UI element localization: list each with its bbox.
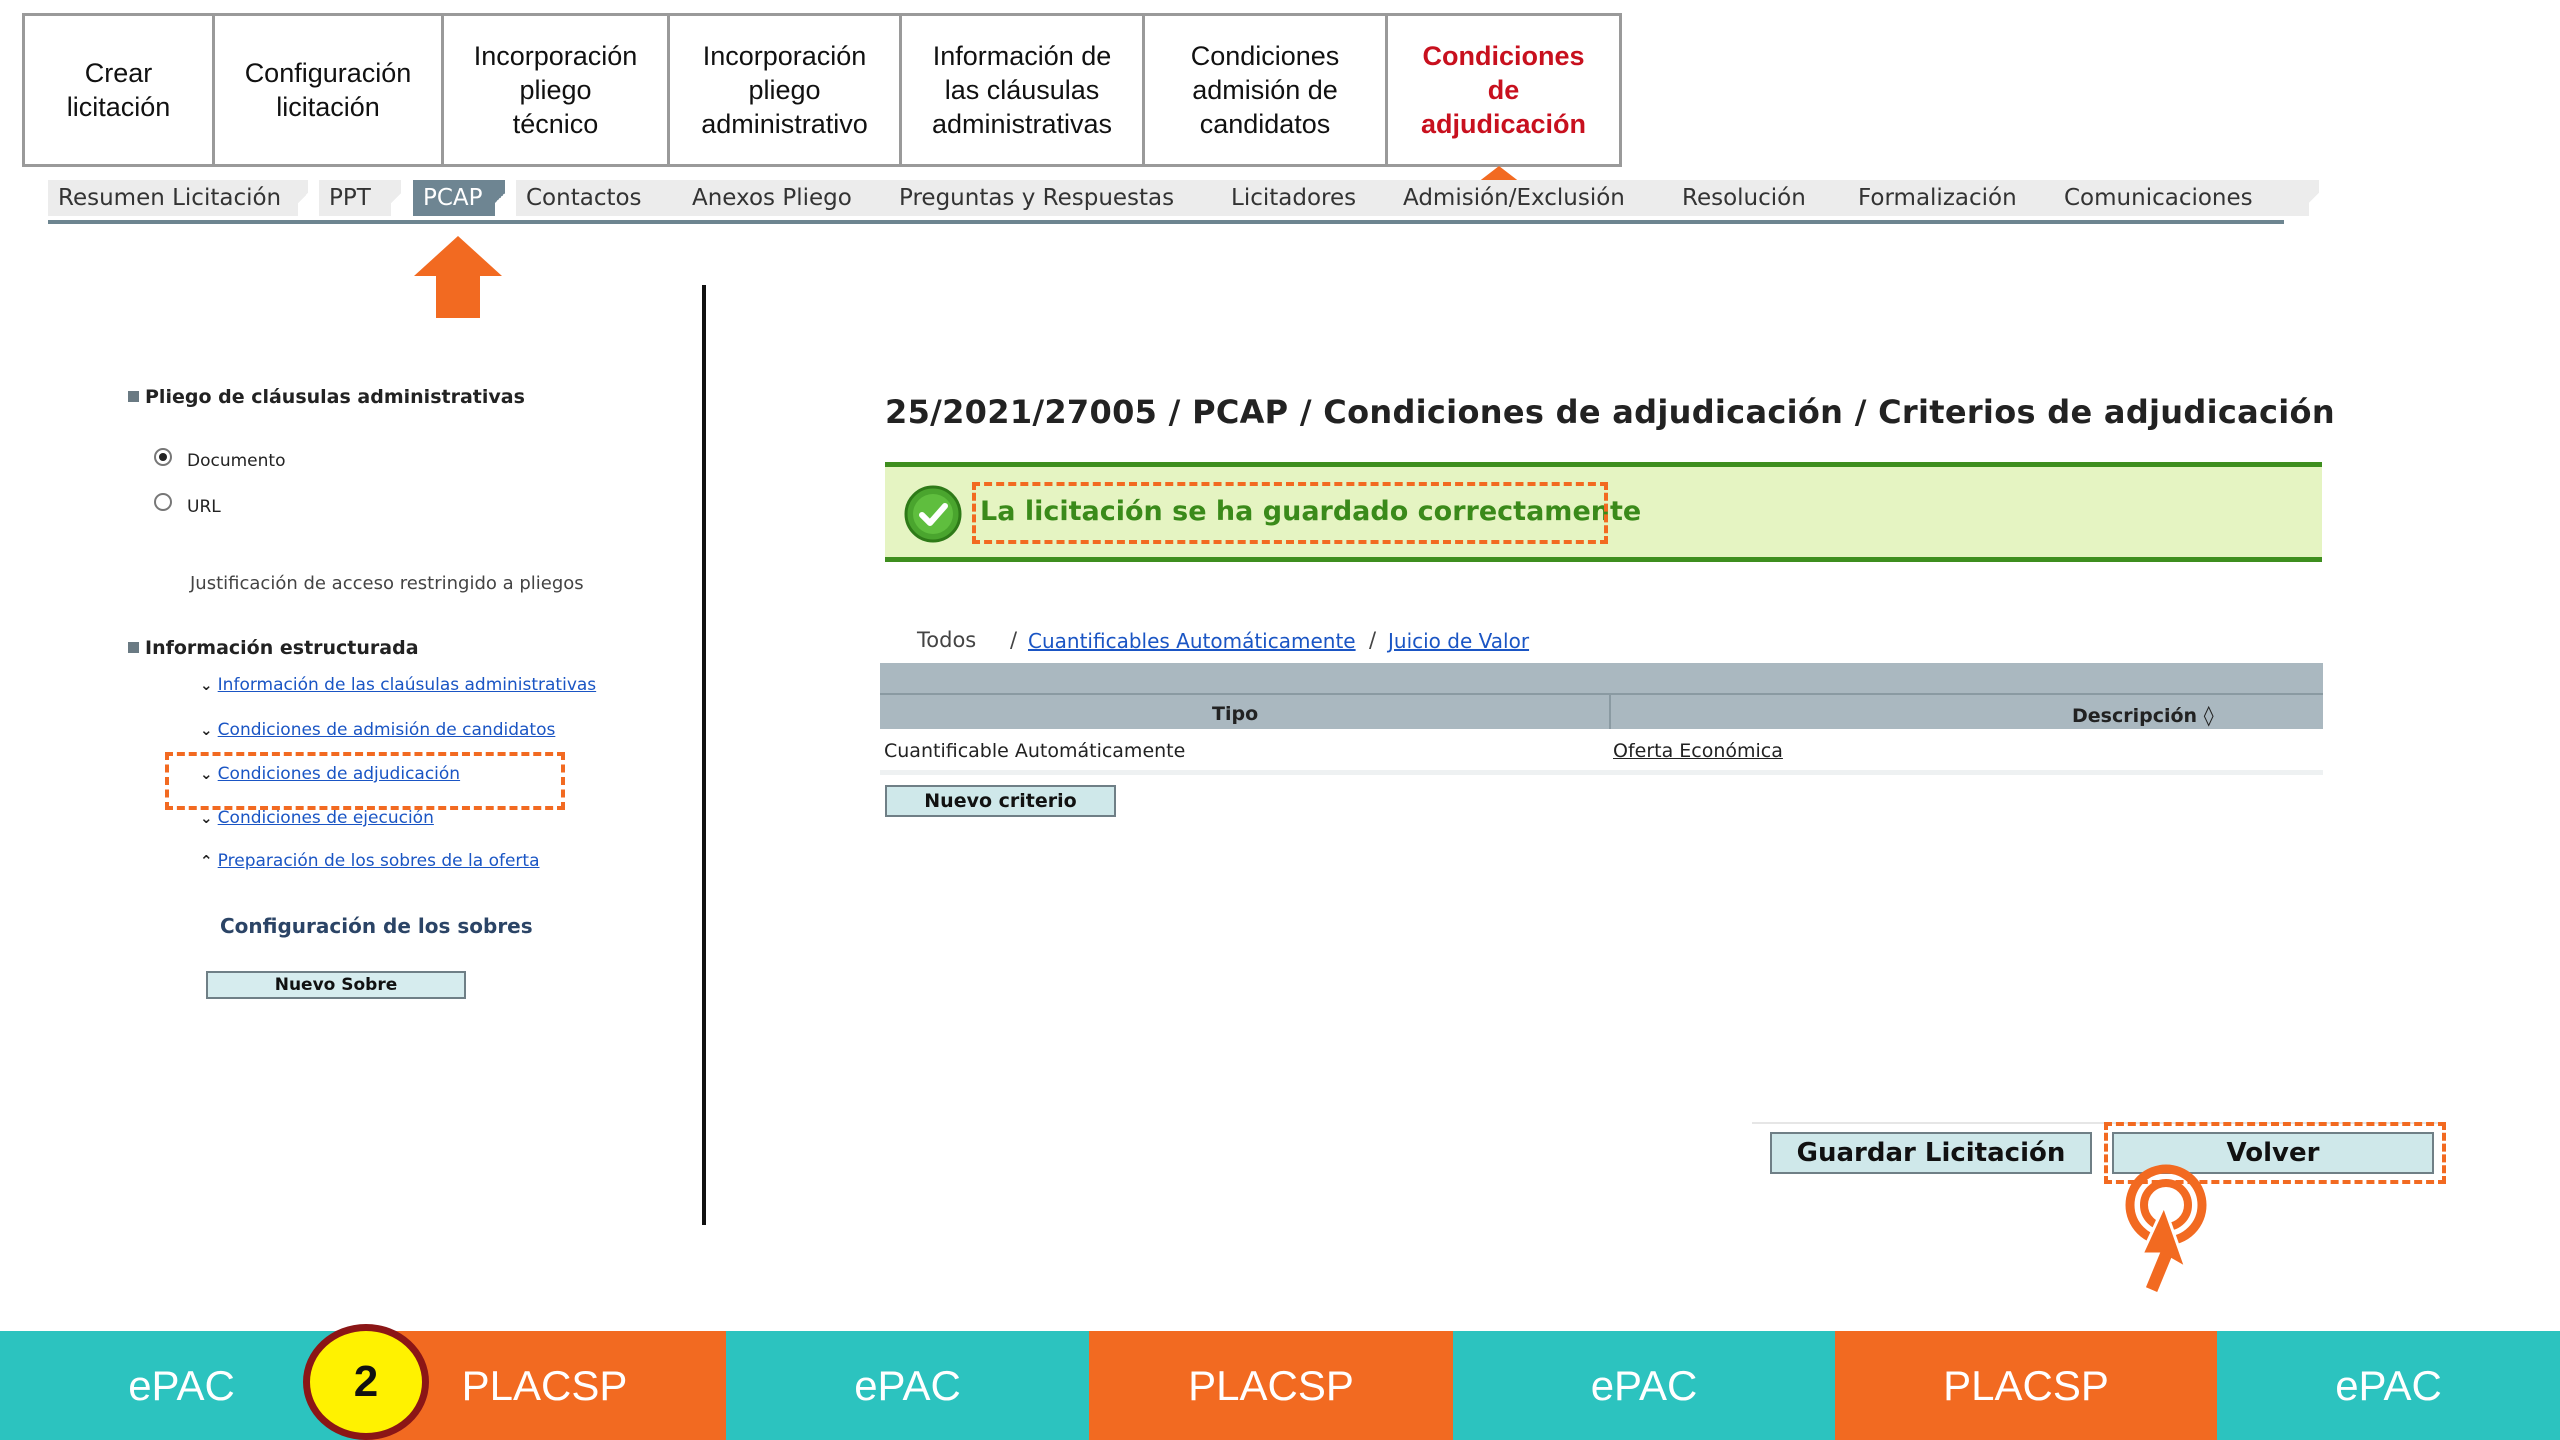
tab-comunicaciones[interactable]: Comunicaciones [2054, 180, 2319, 216]
tab-resumen-licitacion[interactable]: Resumen Licitación [48, 180, 308, 216]
check-circle-icon [904, 485, 962, 543]
filter-separator: / [1369, 628, 1377, 652]
radio-documento[interactable] [154, 448, 172, 466]
radio-url-label: URL [187, 497, 221, 517]
tab-bar: Resumen Licitación PPT PCAP Contactos An… [48, 176, 2319, 224]
band-segment-epac: ePAC [0, 1331, 363, 1440]
table-row-separator [880, 770, 2323, 775]
cell-tipo: Cuantificable Automáticamente [884, 740, 1186, 762]
chevron-down-icon: ⌄ [200, 809, 213, 827]
bullet-square-icon [128, 642, 139, 653]
radio-documento-label: Documento [187, 451, 286, 471]
filter-separator: / [1010, 628, 1018, 652]
highlight-success-message [972, 482, 1608, 544]
radio-url[interactable] [154, 493, 172, 511]
highlight-volver-button [2104, 1122, 2446, 1184]
chevron-up-icon: ⌃ [200, 852, 213, 870]
filter-juicio-valor[interactable]: Juicio de Valor [1388, 629, 1530, 653]
info-heading-text: Información estructurada [145, 637, 419, 659]
highlight-adjudicacion-link [165, 752, 565, 810]
link-condiciones-adjudicacion[interactable]: Condiciones de adjudicación [217, 764, 461, 784]
process-band: ePAC PLACSP ePAC PLACSP ePAC PLACSP ePAC [0, 1331, 2560, 1440]
pliego-heading: Pliego de cláusulas administrativas [128, 386, 525, 408]
nuevo-criterio-button[interactable]: Nuevo criterio [885, 785, 1116, 817]
panel-divider [702, 285, 706, 1225]
tab-formalizacion[interactable]: Formalización [1848, 180, 2088, 216]
volver-button[interactable]: Volver [2112, 1132, 2434, 1174]
link-informacion-clausulas[interactable]: Información de las claúsulas administrat… [217, 675, 597, 695]
nuevo-sobre-button[interactable]: Nuevo Sobre [206, 971, 466, 999]
link-row-ejecucion: ⌄ Condiciones de ejecución [200, 808, 434, 828]
tab-admision-exclusion[interactable]: Admisión/Exclusión [1393, 180, 1719, 216]
pcap-arrow-icon [414, 236, 502, 318]
tab-ppt[interactable]: PPT [319, 180, 401, 216]
column-divider [1609, 695, 1611, 729]
link-condiciones-admision[interactable]: Condiciones de admisión de candidatos [217, 720, 556, 740]
band-segment-placsp: PLACSP [1835, 1331, 2217, 1440]
tab-anexos-pliego[interactable]: Anexos Pliego [682, 180, 922, 216]
tab-licitadores[interactable]: Licitadores [1221, 180, 1429, 216]
click-cursor-icon [2125, 1164, 2207, 1296]
column-header-tipo[interactable]: Tipo [1212, 703, 1259, 725]
link-row-clausulas: ⌄ Información de las claúsulas administr… [200, 675, 596, 695]
column-header-descripcion[interactable]: Descripción ◊ [2072, 703, 2214, 727]
chevron-down-icon: ⌄ [200, 765, 213, 783]
link-row-admision: ⌄ Condiciones de admisión de candidatos [200, 720, 555, 740]
justificacion-text: Justificación de acceso restringido a pl… [190, 573, 584, 594]
success-banner [885, 462, 2322, 562]
band-segment-placsp: PLACSP [1089, 1331, 1453, 1440]
sort-icon[interactable]: ◊ [2203, 703, 2214, 727]
band-segment-epac: ePAC [1453, 1331, 1835, 1440]
info-estructurada-heading: Información estructurada [128, 637, 419, 659]
chevron-down-icon: ⌄ [200, 721, 213, 739]
filter-todos[interactable]: Todos [917, 628, 977, 652]
table-header: Tipo Descripción ◊ [880, 693, 2323, 729]
link-row-adjudicacion: ⌄ Condiciones de adjudicación [200, 764, 460, 784]
band-segment-epac: ePAC [726, 1331, 1089, 1440]
tab-contactos[interactable]: Contactos [516, 180, 708, 216]
pliego-heading-text: Pliego de cláusulas administrativas [145, 386, 525, 408]
band-segment-epac: ePAC [2217, 1331, 2560, 1440]
tab-preguntas-respuestas[interactable]: Preguntas y Respuestas [889, 180, 1259, 216]
link-condiciones-ejecucion[interactable]: Condiciones de ejecución [217, 808, 434, 828]
filter-cuantificables[interactable]: Cuantificables Automáticamente [1028, 629, 1356, 653]
page-title: 25/2021/27005 / PCAP / Condiciones de ad… [885, 393, 2335, 431]
tab-resolucion[interactable]: Resolución [1672, 180, 1887, 216]
guardar-licitacion-button[interactable]: Guardar Licitación [1770, 1132, 2092, 1174]
link-row-sobres: ⌃ Preparación de los sobres de la oferta [200, 851, 540, 871]
link-preparacion-sobres[interactable]: Preparación de los sobres de la oferta [217, 851, 540, 871]
chevron-down-icon: ⌄ [200, 676, 213, 694]
table-toolbar [880, 663, 2323, 693]
success-message: La licitación se ha guardado correctamen… [980, 496, 1642, 527]
bullet-square-icon [128, 391, 139, 402]
footer-rule [1752, 1122, 2442, 1124]
descripcion-header-text: Descripción [2072, 705, 2198, 727]
step-number-badge: 2 [303, 1324, 429, 1440]
tab-pcap[interactable]: PCAP [413, 180, 505, 216]
cell-descripcion-link[interactable]: Oferta Económica [1613, 740, 1783, 762]
config-sobres-label: Configuración de los sobres [220, 914, 533, 938]
